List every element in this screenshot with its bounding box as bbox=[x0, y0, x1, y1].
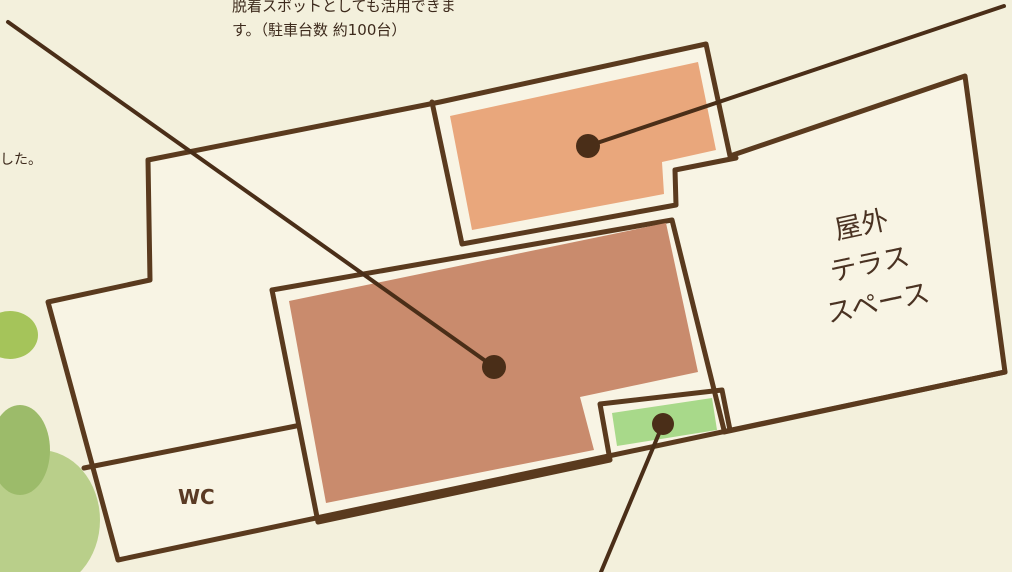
main-hall-marker bbox=[482, 355, 506, 379]
interior-walls bbox=[81, 99, 1008, 525]
left-text-fragment: した。 bbox=[0, 152, 42, 168]
parking-note-line1: 脱着スポットとしても活用できま bbox=[232, 0, 456, 15]
building-outline bbox=[45, 41, 1008, 563]
upper-room-marker bbox=[576, 134, 600, 158]
foliage-decoration bbox=[0, 311, 100, 572]
wc-label: WC bbox=[178, 485, 215, 509]
parking-note: 脱着スポットとしても活用できま す。（駐車台数 約100台） bbox=[232, 0, 532, 42]
green-room-marker bbox=[652, 413, 674, 435]
parking-note-line2: す。（駐車台数 約100台） bbox=[232, 21, 407, 39]
leader-lines bbox=[6, 4, 1006, 572]
